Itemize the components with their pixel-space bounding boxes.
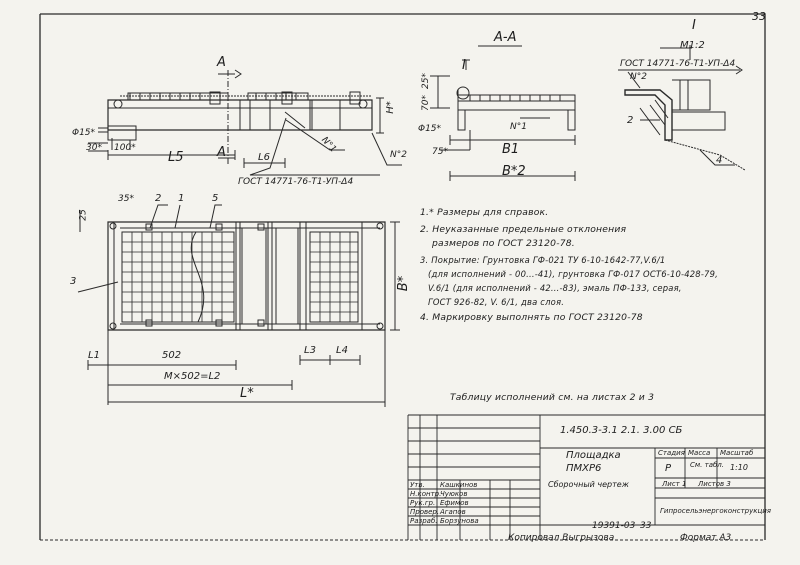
hdr-scale: Масштаб: [720, 449, 754, 457]
plan-mark-5: 5: [212, 193, 219, 204]
dim-25-section: 25*: [420, 73, 431, 89]
page-number: 33: [752, 10, 766, 23]
dim-l-star: L*: [240, 386, 254, 401]
hdr-mass: Масса: [688, 449, 711, 457]
val-scale: 1:10: [730, 463, 748, 472]
cut-mark-bottom: A: [217, 145, 226, 160]
detail-mark-n2: N°2: [630, 72, 647, 82]
tables-note: Таблицу исполнений см. на листах 2 и 3: [450, 392, 655, 403]
sheet-format: Формат А3: [680, 533, 732, 543]
person-role-3: Рук.гр.: [410, 499, 436, 507]
dim-30: 30*: [86, 143, 102, 153]
dim-35: 35*: [118, 194, 134, 204]
dim-m-l2: M×502=L2: [164, 371, 221, 382]
note-1: 1.* Размеры для справок.: [420, 207, 549, 218]
mark-n2-front: N°2: [390, 150, 407, 160]
detail-gost: ГОСТ 14771-76-Т1-УП-Δ4: [620, 59, 736, 69]
doc-name-1: Площадка: [566, 450, 621, 461]
title-block-lines: [407, 414, 765, 540]
dim-l5: L5: [168, 150, 184, 165]
doc-name-2: ПМХР6: [566, 463, 602, 474]
plan-mark-3: 3: [70, 276, 77, 287]
frame-border: [39, 13, 766, 540]
dim-l3: L3: [304, 345, 316, 356]
dim-70-section: 70*: [420, 95, 431, 111]
person-role-4: Провер.: [410, 508, 440, 516]
plan-view: [77, 204, 400, 407]
person-role-5: Разраб.: [410, 517, 438, 525]
section-view: [430, 45, 576, 181]
dim-h: H*: [384, 101, 396, 114]
note-3a: 3. Покрытие: Грунтовка ГФ-021 ТУ 6-10-16…: [420, 255, 666, 265]
doc-code: 1.450.3-3.1 2.1. 3.00 СБ: [560, 425, 683, 436]
dim-l1: L1: [88, 350, 100, 361]
dim-b2: B*2: [502, 164, 526, 179]
person-role-1: Утв.: [410, 481, 425, 489]
dim-b-star: B*: [396, 275, 412, 292]
detail-view: [618, 45, 746, 171]
val-stage: Р: [665, 463, 672, 474]
note-3c: V.6/1 (для исполнений - 42...-83), эмаль…: [428, 283, 682, 293]
section-title: A-A: [494, 30, 517, 45]
detail-mark-2: 2: [627, 115, 634, 126]
doc-type: Сборочный чертеж: [548, 480, 629, 489]
note-2b: размеров по ГОСТ 23120-78.: [432, 238, 575, 249]
detail-scale: M1:2: [680, 40, 705, 51]
note-3d: ГОСТ 926-82, V. 6/1, два слоя.: [428, 297, 565, 307]
person-name-1: Кашкинов: [440, 481, 478, 489]
person-role-2: Н.контр.: [410, 490, 442, 498]
dim-d15-section: Φ15*: [418, 124, 442, 134]
dim-l6: L6: [258, 152, 270, 163]
copied-by: Копировал Выгрызова: [508, 533, 615, 543]
val-mass: См. табл.: [690, 461, 725, 469]
mark-n1-section: N°1: [510, 122, 527, 132]
dim-l4: L4: [336, 345, 348, 356]
person-name-5: Борзунова: [440, 517, 479, 525]
val-sheets: Листов 3: [698, 480, 731, 488]
front-gost: ГОСТ 14771-76-Т1-УП-Δ4: [238, 177, 354, 187]
hdr-stage: Стадия: [658, 449, 685, 457]
dim-25-plan: 25: [78, 209, 89, 221]
person-name-3: Ефимов: [440, 499, 469, 507]
bottom-page: 33: [640, 521, 652, 531]
val-sheet: Лист 1: [662, 480, 687, 488]
person-name-2: Чуюков: [440, 490, 468, 498]
note-3b: (для исполнений - 00...-41), грунтовка Г…: [428, 269, 718, 279]
front-view: [88, 69, 402, 176]
person-name-4: Агапов: [440, 508, 466, 516]
detail-mark-4: 4: [716, 155, 723, 166]
org-name: Гипросельэнергоконструкция: [660, 507, 771, 515]
dim-502: 502: [162, 350, 182, 361]
dim-100: 100*: [114, 143, 136, 153]
cut-mark-top: A: [217, 55, 226, 70]
dim-b1: B1: [502, 142, 520, 157]
note-4: 4. Маркировку выполнять по ГОСТ 23120-78: [420, 312, 643, 323]
dim-d15-front: Φ15*: [72, 128, 96, 138]
detail-label: I: [692, 18, 696, 33]
callout-mark: I: [462, 58, 466, 73]
plan-mark-2: 2: [155, 193, 162, 204]
inventory-number: 19391-03: [592, 521, 636, 531]
note-2a: 2. Неуказанные предельные отклонения: [420, 224, 627, 235]
dim-75-section: 75*: [432, 147, 448, 157]
plan-mark-1: 1: [178, 193, 185, 204]
